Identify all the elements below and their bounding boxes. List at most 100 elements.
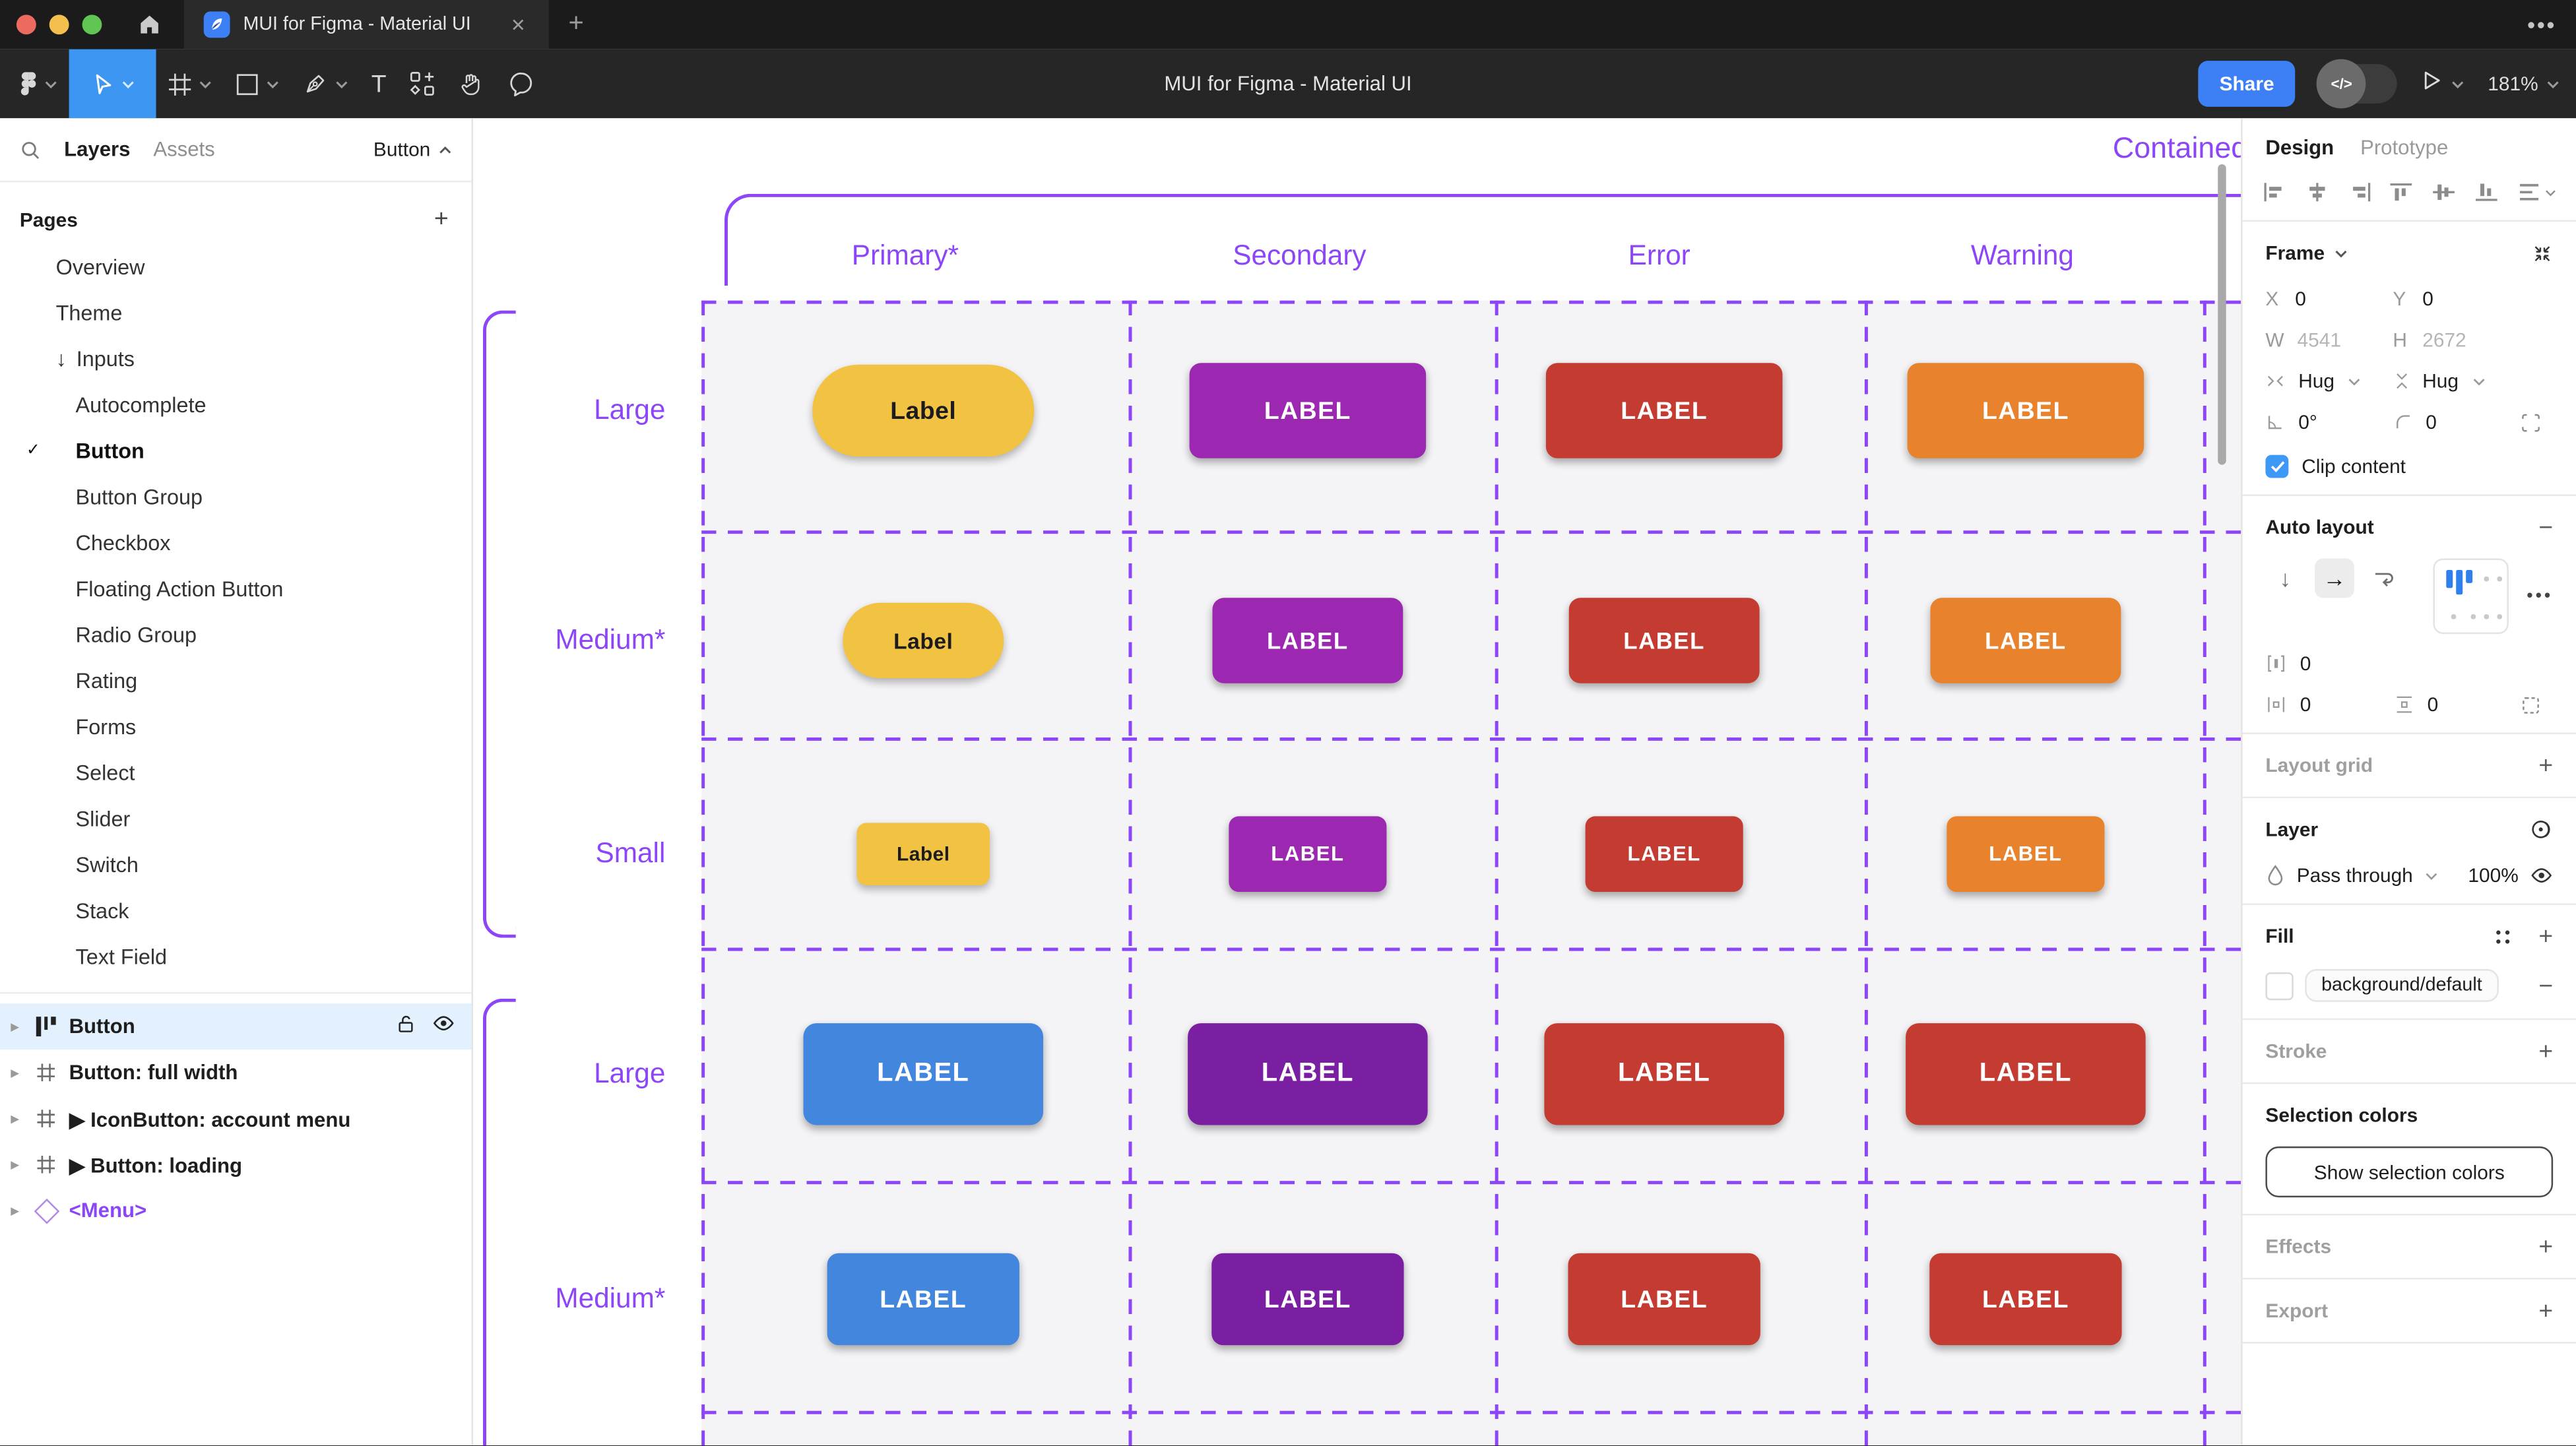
layout-vertical-icon[interactable]: ↓ (2279, 565, 2292, 592)
button-component-large-secondary[interactable]: LABEL (1188, 1023, 1428, 1125)
page-item-radio-group[interactable]: Radio Group (0, 611, 472, 657)
align-top-icon[interactable] (2389, 181, 2414, 204)
share-button[interactable]: Share (2198, 61, 2296, 107)
titlebar-more-icon[interactable]: ••• (2527, 11, 2557, 38)
button-component-medium-warning[interactable]: LABEL (1929, 1253, 2122, 1346)
independent-corners-icon[interactable] (2520, 412, 2553, 433)
align-bottom-icon[interactable] (2474, 181, 2499, 204)
page-item-checkbox[interactable]: Checkbox (0, 519, 472, 565)
actions-tool-button[interactable] (398, 49, 447, 119)
button-component-large-warning[interactable]: LABEL (1906, 1023, 2146, 1125)
button-component-small-secondary[interactable]: LABEL (1229, 816, 1387, 892)
button-component-large-warning[interactable]: LABEL (1907, 363, 2144, 458)
eye-icon[interactable] (2530, 865, 2553, 885)
page-item-button-group[interactable]: Button Group (0, 473, 472, 519)
styles-icon[interactable] (2494, 927, 2512, 945)
tab-prototype[interactable]: Prototype (2360, 136, 2449, 160)
blend-mode-icon[interactable] (2530, 818, 2553, 841)
document-tab[interactable]: MUI for Figma - Material UI ✕ (183, 0, 549, 49)
horizontal-resizing-dropdown[interactable]: Hug (2265, 369, 2383, 393)
button-component-small-primary[interactable]: Label (856, 823, 990, 886)
vertical-padding-field[interactable]: 0 (2393, 693, 2510, 716)
button-component-medium-warning[interactable]: LABEL (1930, 598, 2121, 683)
remove-auto-layout-button[interactable]: − (2538, 513, 2554, 542)
expand-caret-icon[interactable]: ▸ (11, 1017, 19, 1034)
vertical-resizing-dropdown[interactable]: Hug (2393, 369, 2510, 393)
layout-horizontal-icon[interactable]: → (2315, 558, 2354, 598)
add-stroke-button[interactable]: + (2538, 1037, 2554, 1065)
tab-layers[interactable]: Layers (64, 138, 131, 162)
tab-design[interactable]: Design (2265, 136, 2334, 160)
main-menu-button[interactable] (0, 49, 69, 119)
expand-caret-icon[interactable]: ▸ (11, 1109, 19, 1126)
button-component-large-error[interactable]: LABEL (1545, 363, 1783, 458)
page-item-button[interactable]: ✓Button (0, 427, 472, 473)
corner-radius-field[interactable]: 0 (2393, 410, 2510, 433)
expand-caret-icon[interactable]: ▸ (11, 1063, 19, 1081)
horizontal-padding-field[interactable]: 0 (2265, 693, 2383, 716)
fill-token-chip[interactable]: background/default (2305, 968, 2499, 1002)
expand-caret-icon[interactable]: ▸ (11, 1201, 19, 1218)
present-button[interactable] (2420, 68, 2464, 99)
frame-tool-button[interactable] (156, 49, 224, 119)
rotation-field[interactable]: 0° (2265, 410, 2383, 433)
blend-mode-dropdown[interactable]: Pass through (2296, 864, 2413, 887)
zoom-menu[interactable]: 181% (2488, 73, 2560, 95)
search-icon[interactable] (20, 139, 41, 160)
distribute-icon[interactable] (2517, 181, 2556, 204)
remove-fill-button[interactable]: − (2538, 971, 2554, 1000)
page-item-text-field[interactable]: Text Field (0, 933, 472, 979)
move-tool-button[interactable] (69, 49, 156, 119)
collapse-arrow-icon[interactable]: ↓ (55, 346, 67, 371)
button-component-large-error[interactable]: LABEL (1544, 1023, 1784, 1125)
fill-color-swatch[interactable] (2265, 971, 2294, 1000)
auto-layout-more-icon[interactable]: ••• (2527, 586, 2554, 606)
minimize-window-button[interactable] (49, 15, 69, 35)
button-component-medium-error[interactable]: LABEL (1568, 1253, 1760, 1346)
layer-row-button[interactable]: ▸Button (0, 1003, 472, 1050)
show-selection-colors-button[interactable]: Show selection colors (2265, 1146, 2554, 1198)
add-page-button[interactable]: + (434, 205, 449, 234)
collapse-frame-icon[interactable] (2532, 242, 2553, 263)
button-component-medium-error[interactable]: LABEL (1568, 598, 1760, 683)
add-effect-button[interactable]: + (2538, 1232, 2554, 1261)
clip-content-row[interactable]: Clip content (2265, 455, 2553, 478)
page-item-select[interactable]: Select (0, 749, 472, 795)
page-item-theme[interactable]: Theme (0, 289, 472, 335)
frame-name-label[interactable]: Contained (2112, 131, 2241, 164)
tab-close-icon[interactable]: ✕ (510, 15, 526, 36)
button-component-medium-primary[interactable]: Label (843, 602, 1004, 679)
eye-icon[interactable] (432, 1013, 455, 1040)
pen-tool-button[interactable] (291, 49, 360, 119)
home-button[interactable] (125, 0, 174, 49)
layer-row--button-loading[interactable]: ▸▶ Button: loading (0, 1141, 472, 1187)
align-right-icon[interactable] (2347, 181, 2371, 204)
page-item-overview[interactable]: Overview (0, 243, 472, 289)
layer-row--iconbutton-account-menu[interactable]: ▸▶ IconButton: account menu (0, 1096, 472, 1142)
add-export-button[interactable]: + (2538, 1296, 2554, 1325)
comment-tool-button[interactable] (496, 49, 546, 119)
button-component-small-error[interactable]: LABEL (1585, 816, 1743, 892)
align-h-center-icon[interactable] (2305, 181, 2329, 204)
align-left-icon[interactable] (2262, 181, 2286, 204)
lock-open-icon[interactable] (396, 1013, 416, 1040)
shape-tool-button[interactable] (224, 49, 291, 119)
align-v-center-icon[interactable] (2432, 181, 2457, 204)
new-tab-button[interactable]: + (568, 9, 584, 38)
layout-wrap-icon[interactable] (2364, 559, 2404, 598)
button-component-medium-secondary[interactable]: LABEL (1211, 1253, 1404, 1346)
page-item-forms[interactable]: Forms (0, 703, 472, 749)
dev-mode-toggle[interactable]: </> (2317, 59, 2398, 109)
page-selector[interactable]: Button (373, 138, 452, 161)
page-item-floating-action-button[interactable]: Floating Action Button (0, 565, 472, 611)
item-spacing-field[interactable]: 0 (2265, 652, 2383, 675)
frame-section-title[interactable]: Frame (2265, 241, 2325, 265)
page-item-rating[interactable]: Rating (0, 657, 472, 703)
button-component-large-secondary[interactable]: LABEL (1189, 363, 1427, 458)
alignment-picker[interactable] (2433, 558, 2509, 635)
